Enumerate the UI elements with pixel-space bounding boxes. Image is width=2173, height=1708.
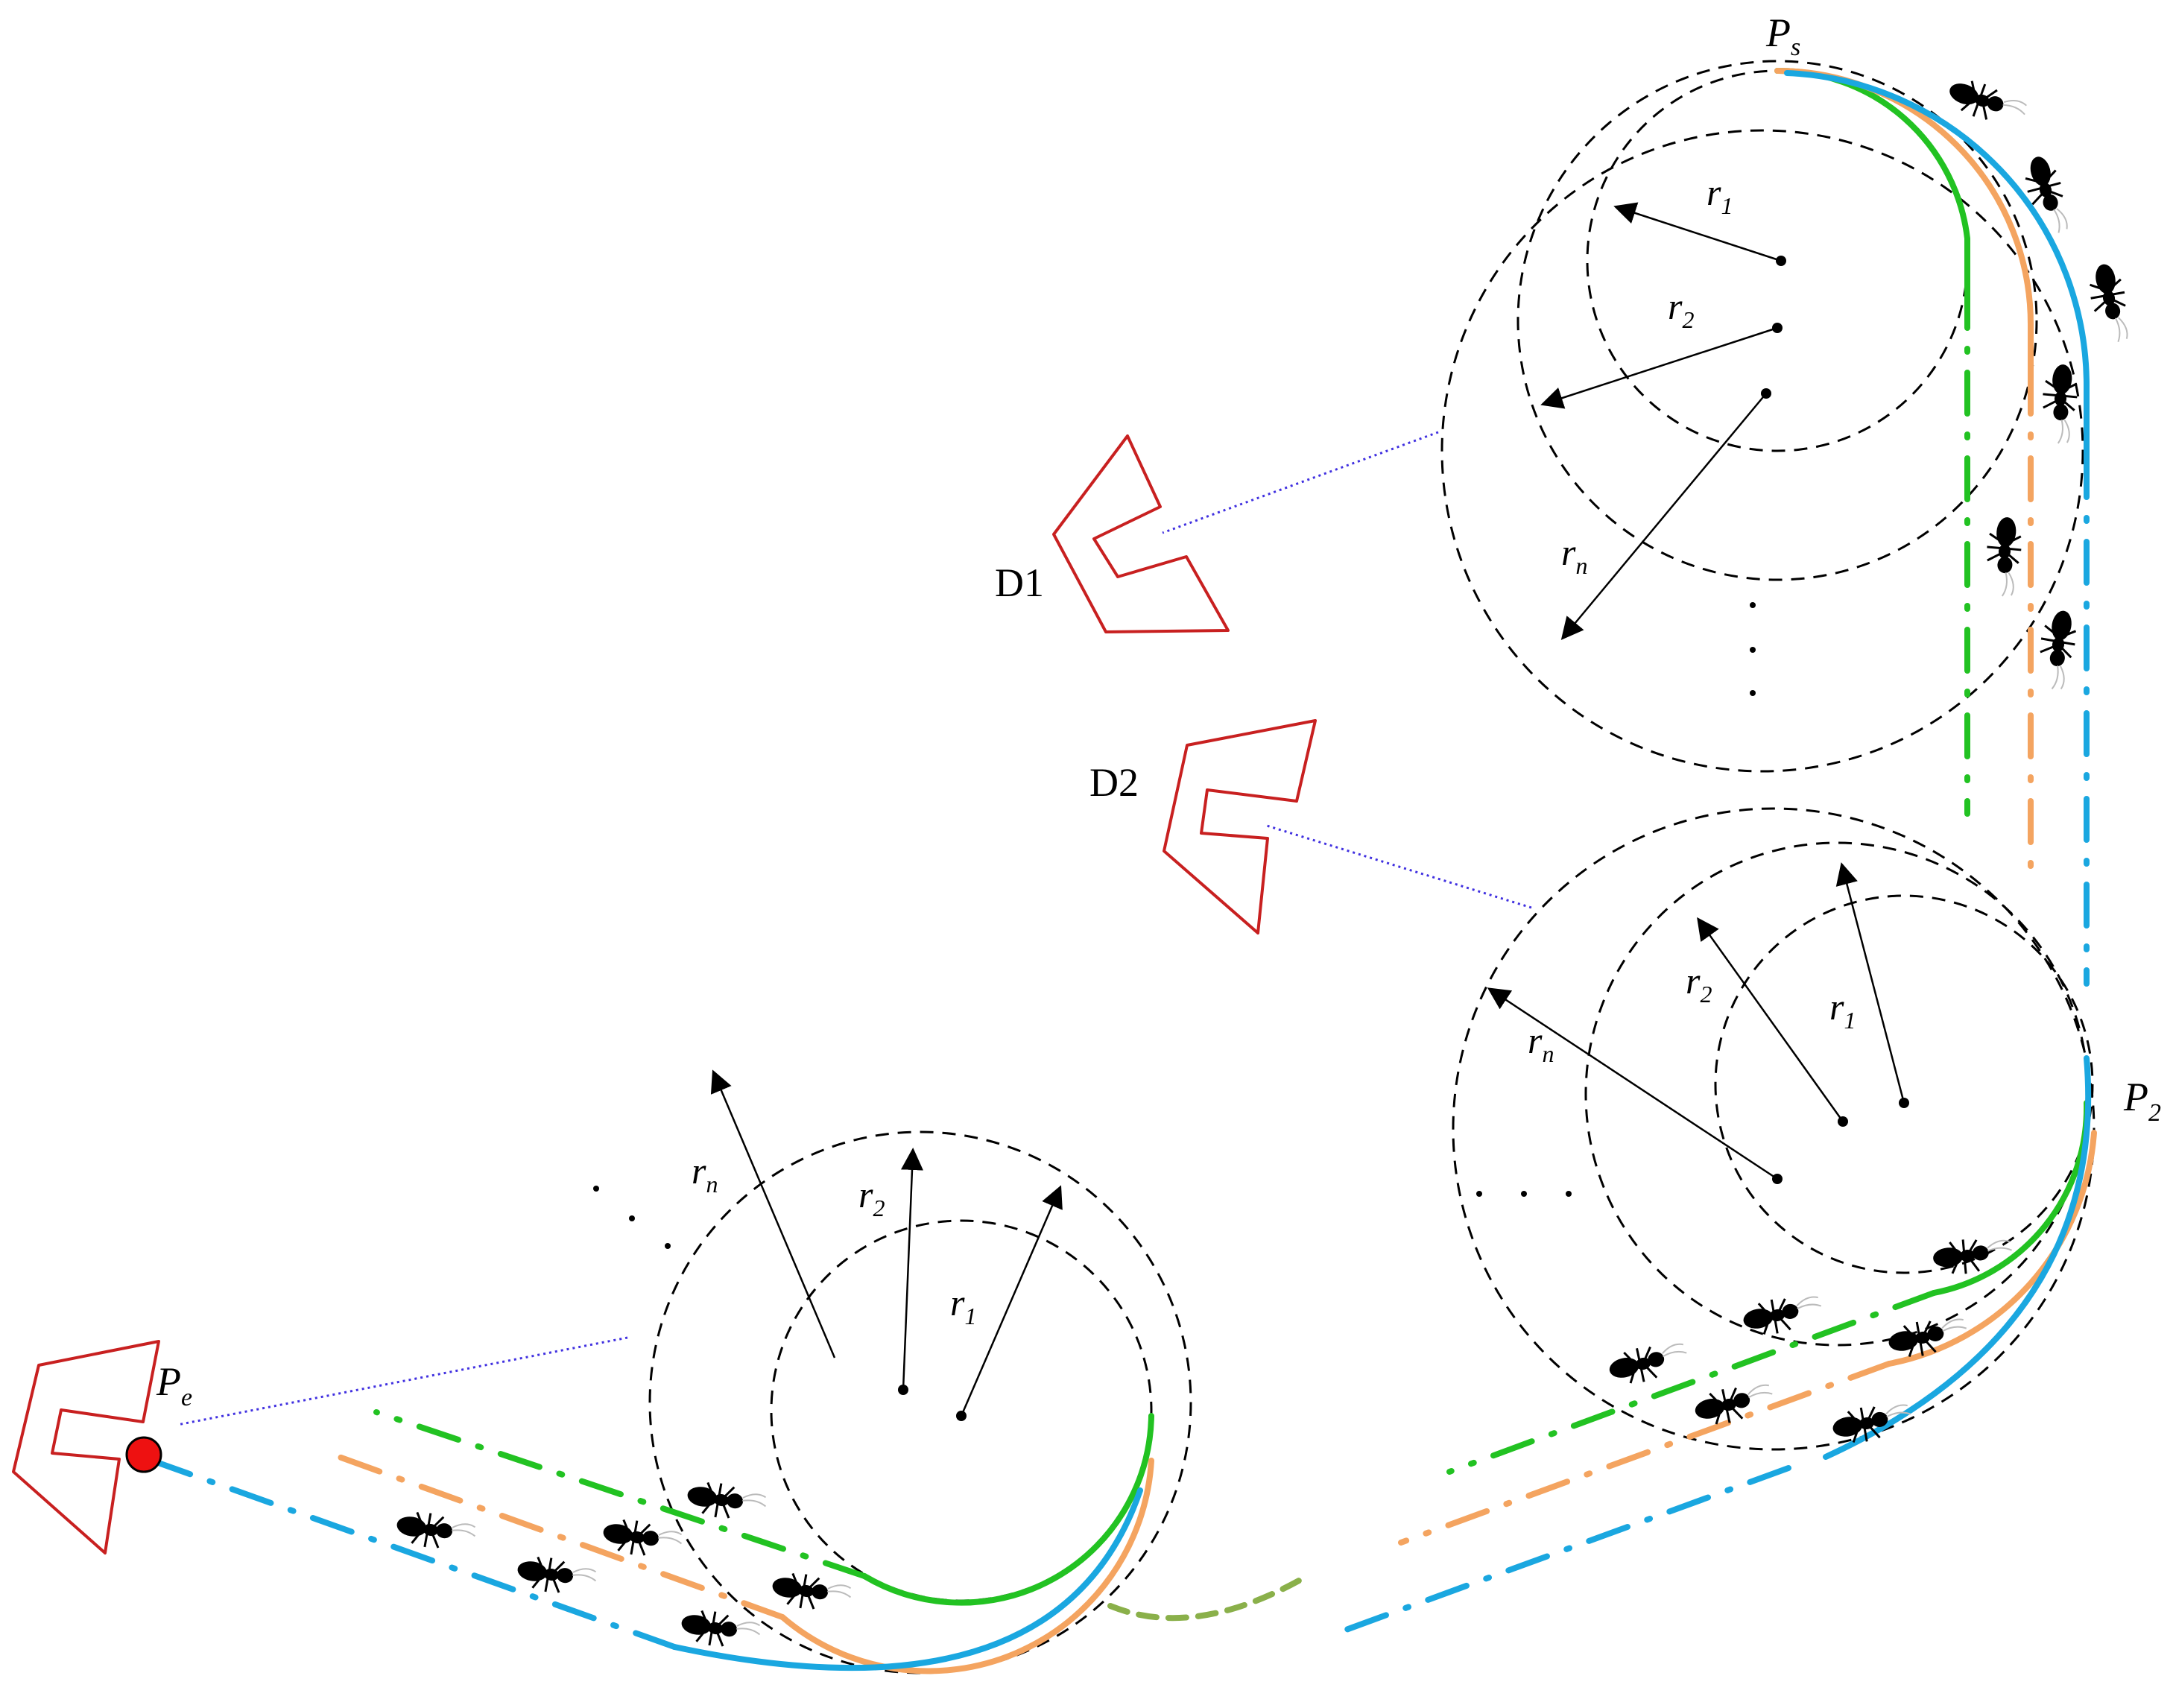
- label-r1-right: r1: [1829, 986, 1856, 1034]
- radius-arrows-right: [1487, 862, 1905, 1180]
- ant-icon: [1981, 514, 2025, 599]
- radius-arrows-top: [1540, 202, 1782, 640]
- ant-icon: [1690, 1378, 1778, 1431]
- radius-arrows-left: [710, 1069, 1063, 1417]
- label-r2-right: r2: [1686, 960, 1712, 1008]
- ant-icon: [1604, 1337, 1692, 1390]
- drone-icon: [1052, 434, 1230, 633]
- circle-group-left: [648, 1130, 1192, 1674]
- label-r2-top: r2: [1668, 285, 1694, 333]
- ant-icon: [2018, 151, 2075, 239]
- label-rn-left: rn: [692, 1150, 718, 1198]
- ant-icon: [2084, 260, 2134, 347]
- label-r2-left: r2: [858, 1174, 885, 1221]
- label-d2: D2: [1089, 760, 1139, 805]
- path-orange: [336, 68, 2097, 1674]
- label-d1: D1: [995, 560, 1044, 605]
- label-r1-left: r1: [950, 1282, 976, 1329]
- path-connector: [1107, 1577, 1303, 1622]
- label-ps: Ps: [1765, 10, 1800, 61]
- label-rn-right: rn: [1528, 1019, 1554, 1067]
- ant-icon: [2031, 607, 2082, 693]
- ant-icon: [393, 1506, 479, 1557]
- label-rn-top: rn: [1561, 531, 1587, 579]
- drone-icon: [1163, 719, 1317, 934]
- ant-icon: [2037, 361, 2081, 446]
- label-pe: Pe: [156, 1359, 192, 1411]
- ant-swarm: [393, 72, 2134, 1655]
- ant-icon: [513, 1551, 600, 1601]
- drone-icon: [12, 1340, 160, 1554]
- label-p2: P2: [2123, 1075, 2161, 1127]
- obstacle-links: [177, 431, 1532, 1426]
- goal-marker: [125, 1436, 162, 1473]
- ant-icon: [1829, 1398, 1915, 1449]
- ant-icon: [768, 1567, 855, 1618]
- ant-icon: [1943, 72, 2031, 134]
- circle-group-top: [1440, 60, 2084, 773]
- ant-icon: [1930, 1234, 2015, 1278]
- label-r1-top: r1: [1707, 171, 1733, 219]
- path-blue: [139, 70, 2092, 1671]
